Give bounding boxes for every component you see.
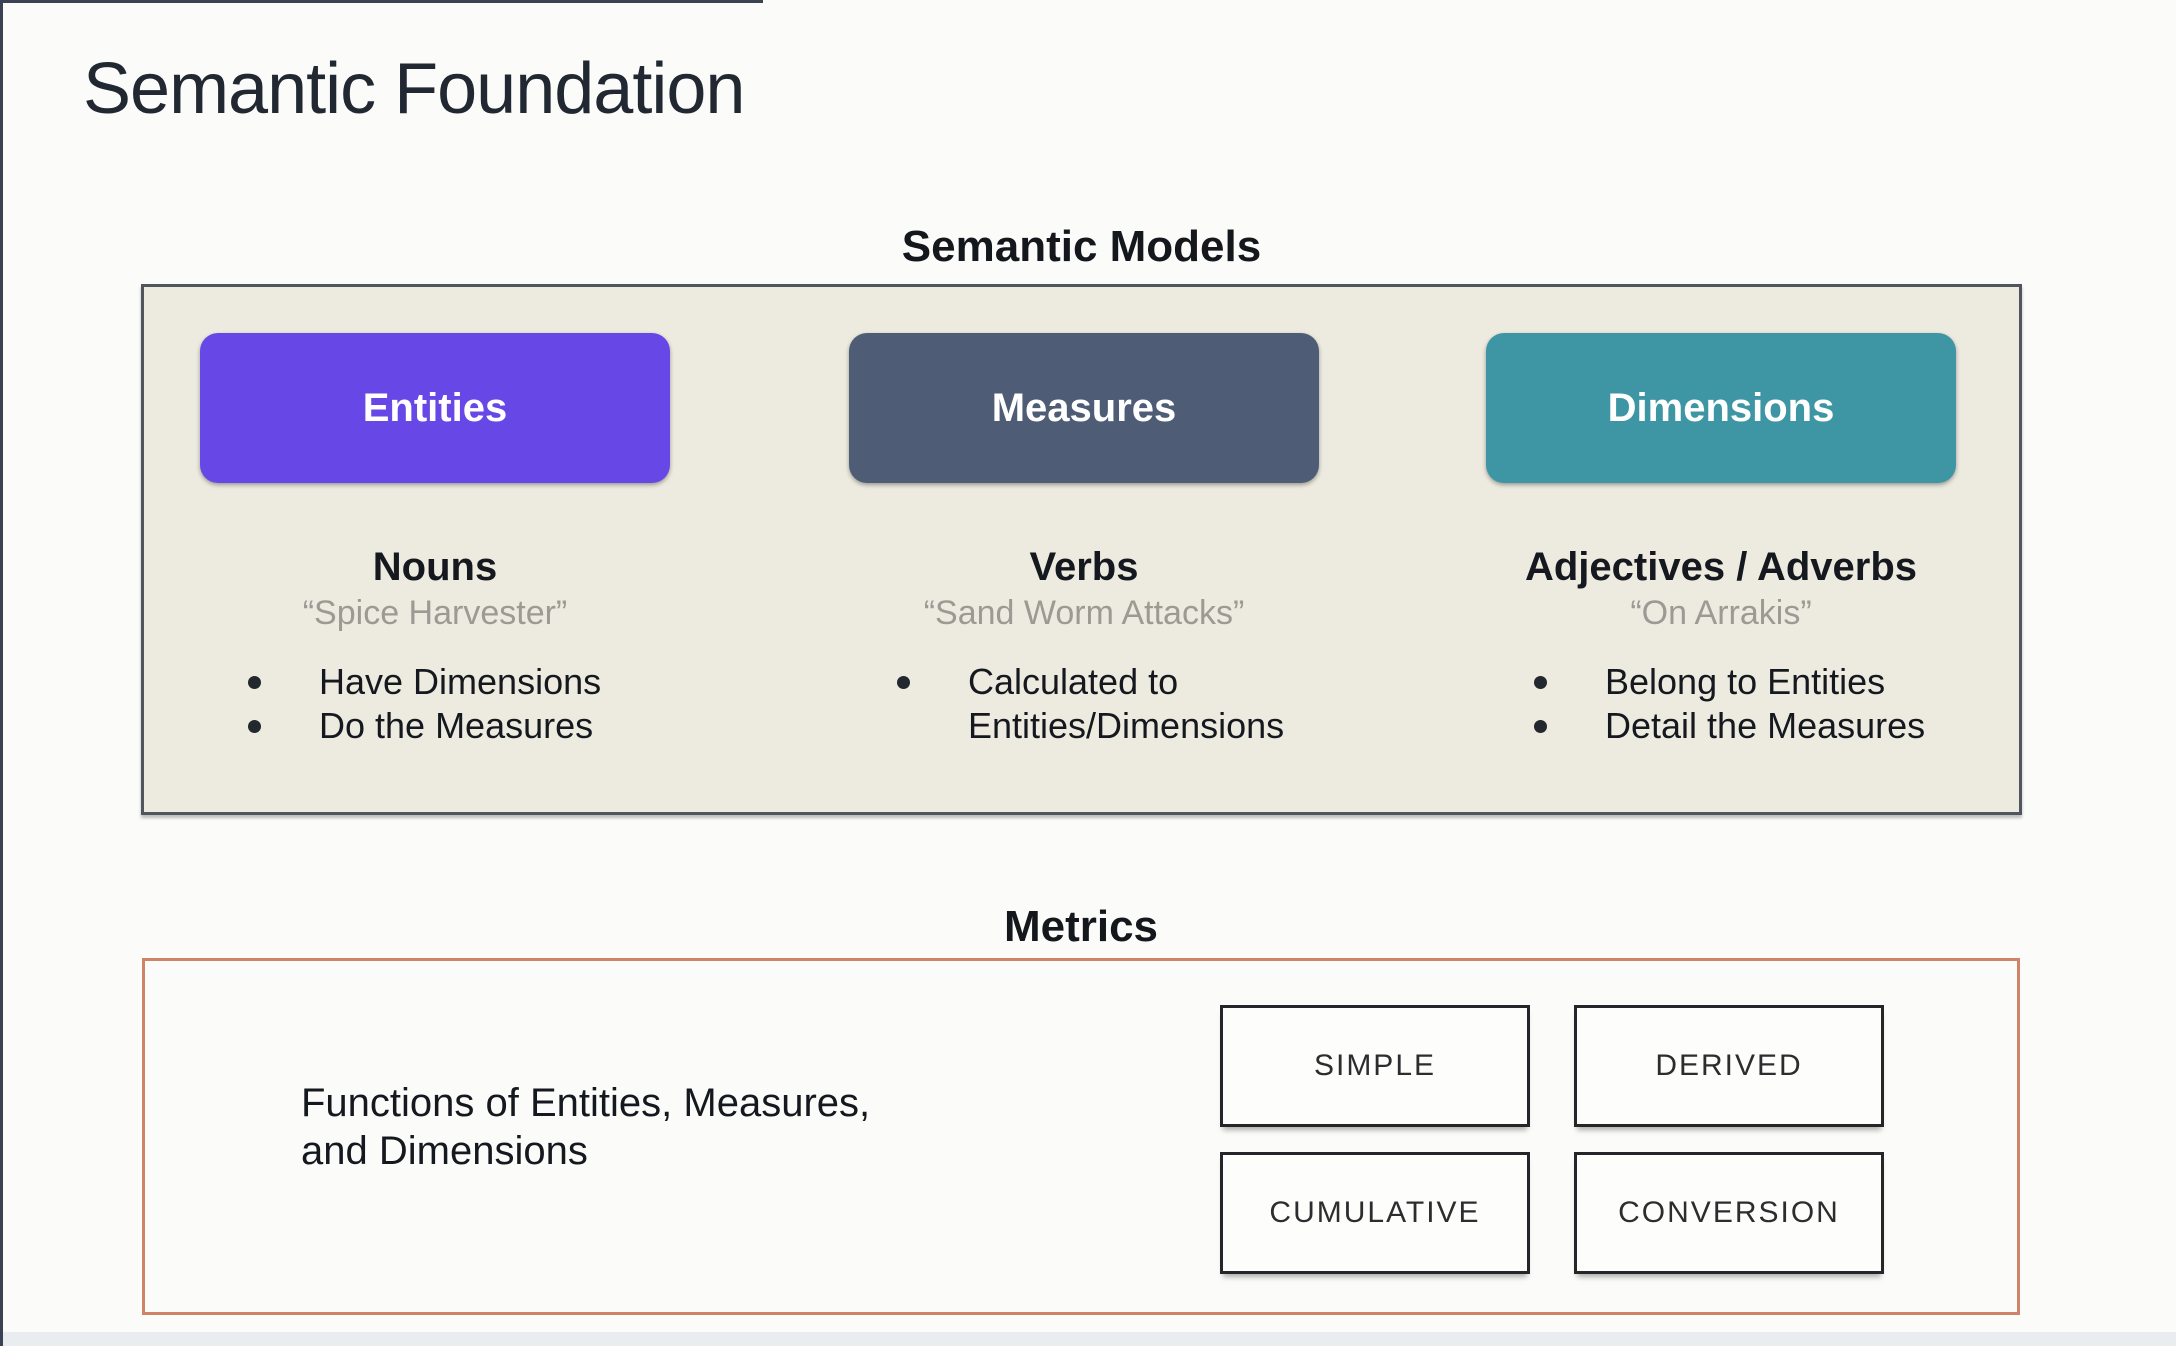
entities-bullet-list: Have Dimensions Do the Measures <box>200 660 670 748</box>
semantic-models-panel: Entities Nouns “Spice Harvester” Have Di… <box>141 284 2022 815</box>
entities-pill: Entities <box>200 333 670 483</box>
bullet-icon <box>248 675 261 689</box>
dimensions-example: “On Arrakis” <box>1630 594 1812 632</box>
list-item: Detail the Measures <box>1534 704 1956 748</box>
metrics-panel: Functions of Entities, Measures, and Dim… <box>142 958 2020 1315</box>
dimensions-part-of-speech: Adjectives / Adverbs <box>1524 545 1917 589</box>
dimensions-pill: Dimensions <box>1486 333 1956 483</box>
bottom-edge <box>3 1332 2176 1346</box>
metric-type-derived: DERIVED <box>1574 1005 1884 1127</box>
metric-type-cumulative: CUMULATIVE <box>1220 1152 1530 1274</box>
metrics-heading: Metrics <box>1003 902 1159 951</box>
measures-column: Measures Verbs “Sand Worm Attacks” Calcu… <box>849 333 1319 748</box>
bullet-icon <box>1534 675 1547 689</box>
bullet-icon <box>1534 719 1547 733</box>
measures-example: “Sand Worm Attacks” <box>923 594 1245 632</box>
metric-type-simple: SIMPLE <box>1220 1005 1530 1127</box>
entities-part-of-speech: Nouns <box>372 545 498 589</box>
list-item: Do the Measures <box>248 704 670 748</box>
dimensions-column: Dimensions Adjectives / Adverbs “On Arra… <box>1486 333 1956 748</box>
metrics-description: Functions of Entities, Measures, and Dim… <box>301 1081 871 1173</box>
list-item: Belong to Entities <box>1534 660 1956 704</box>
entities-column: Entities Nouns “Spice Harvester” Have Di… <box>200 333 670 748</box>
list-item: Have Dimensions <box>248 660 670 704</box>
bullet-icon <box>248 719 261 733</box>
metric-types-grid: SIMPLE DERIVED CUMULATIVE CONVERSION <box>1220 1005 1884 1274</box>
semantic-models-heading: Semantic Models <box>901 222 1262 271</box>
bullet-icon <box>897 675 910 689</box>
dimensions-bullet-list: Belong to Entities Detail the Measures <box>1486 660 1956 748</box>
measures-part-of-speech: Verbs <box>1029 545 1139 589</box>
measures-bullet-list: Calculated to Entities/Dimensions <box>849 660 1319 748</box>
page-title: Semantic Foundation <box>83 49 745 129</box>
list-item: Calculated to Entities/Dimensions <box>897 660 1319 748</box>
measures-pill: Measures <box>849 333 1319 483</box>
metric-type-conversion: CONVERSION <box>1574 1152 1884 1274</box>
entities-example: “Spice Harvester” <box>302 594 568 632</box>
